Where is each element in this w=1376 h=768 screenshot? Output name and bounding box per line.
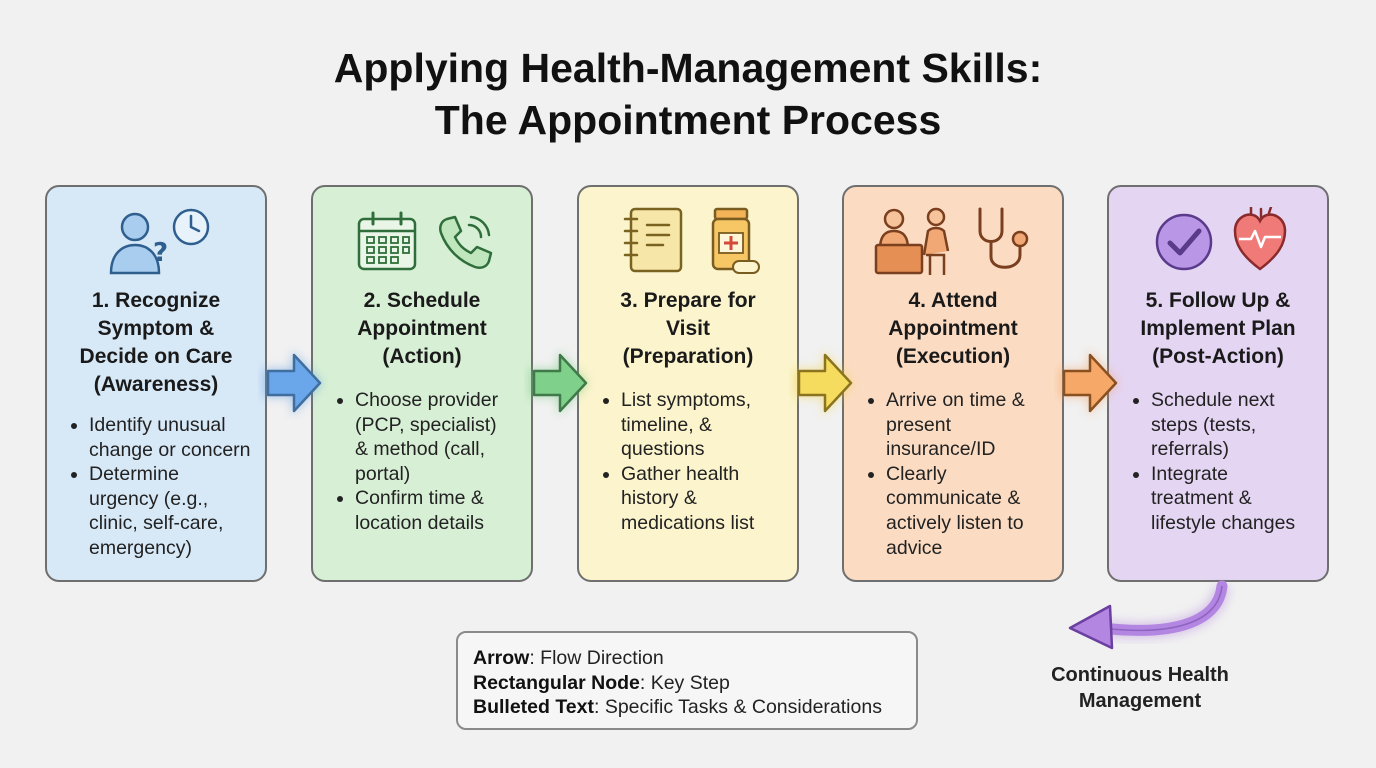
bullet-item: Arrive on time & present insurance/ID: [868, 388, 1062, 462]
page-title: Applying Health-Management Skills: The A…: [0, 42, 1376, 146]
step-card-3: 3. Prepare for Visit (Preparation) List …: [577, 185, 799, 582]
step-heading: 1. Recognize Symptom & Decide on Care (A…: [79, 289, 233, 396]
step-heading: 2. Schedule Appointment (Action): [357, 289, 487, 368]
notebook-icon: [623, 207, 683, 273]
legend-item-bullets: Bulleted Text: Specific Tasks & Consider…: [473, 696, 882, 718]
flow-arrow-3: [795, 351, 853, 415]
svg-text:?: ?: [153, 238, 168, 268]
check-circle-icon: [1155, 213, 1213, 271]
legend-item-arrow: Arrow: Flow Direction: [473, 647, 664, 669]
legend-box: Arrow: Flow Direction Rectangular Node: …: [456, 631, 918, 730]
step-card-4: 4. Attend Appointment (Execution) Arrive…: [842, 185, 1064, 582]
phone-icon: [439, 215, 493, 269]
step-heading: 3. Prepare for Visit (Preparation): [620, 289, 756, 368]
title-line-1: Applying Health-Management Skills:: [333, 45, 1043, 91]
loop-label: Continuous Health Management: [1051, 664, 1229, 712]
person-question-icon: ?: [109, 212, 168, 275]
clock-icon: [172, 208, 210, 246]
step-bullets: Choose provider (PCP, specialist) & meth…: [313, 388, 531, 536]
step-card-2: 2. Schedule Appointment (Action) Choose …: [311, 185, 533, 582]
title-line-2: The Appointment Process: [434, 97, 942, 143]
stethoscope-icon: [978, 207, 1029, 269]
flow-arrow-2: [530, 351, 588, 415]
doctor-consultation-icon: [874, 207, 950, 275]
step-card-5: 5. Follow Up & Implement Plan (Post-Acti…: [1107, 185, 1329, 582]
legend-item-node: Rectangular Node: Key Step: [473, 672, 730, 694]
step-bullets: List symptoms, timeline, & questions Gat…: [579, 388, 797, 536]
bullet-item: Confirm time & location details: [337, 486, 531, 535]
flow-arrow-1: [264, 351, 322, 415]
step-bullets: Arrive on time & present insurance/ID Cl…: [844, 388, 1062, 560]
step-heading: 4. Attend Appointment (Execution): [888, 289, 1018, 368]
bullet-item: Determine urgency (e.g., clinic, self-ca…: [71, 462, 265, 560]
step-heading: 5. Follow Up & Implement Plan (Post-Acti…: [1140, 289, 1296, 368]
step-card-1: ? 1. Recognize Symptom & Decide on Care …: [45, 185, 267, 582]
bullet-item: Clearly communicate & actively listen to…: [868, 462, 1062, 560]
bullet-item: Gather health history & medications list: [603, 462, 797, 536]
step-bullets: Identify unusual change or concern Deter…: [47, 413, 265, 561]
calendar-icon: [357, 211, 417, 271]
bullet-item: Schedule next steps (tests, referrals): [1133, 388, 1327, 462]
bullet-item: Identify unusual change or concern: [71, 413, 265, 462]
medicine-bottle-icon: [711, 207, 760, 274]
continuous-loop-arrow: [1068, 580, 1230, 650]
heart-icon: [1233, 207, 1287, 271]
step-bullets: Schedule next steps (tests, referrals) I…: [1109, 388, 1327, 536]
bullet-item: Integrate treatment & lifestyle changes: [1133, 462, 1327, 536]
flow-arrow-4: [1060, 351, 1118, 415]
bullet-item: List symptoms, timeline, & questions: [603, 388, 797, 462]
bullet-item: Choose provider (PCP, specialist) & meth…: [337, 388, 531, 486]
